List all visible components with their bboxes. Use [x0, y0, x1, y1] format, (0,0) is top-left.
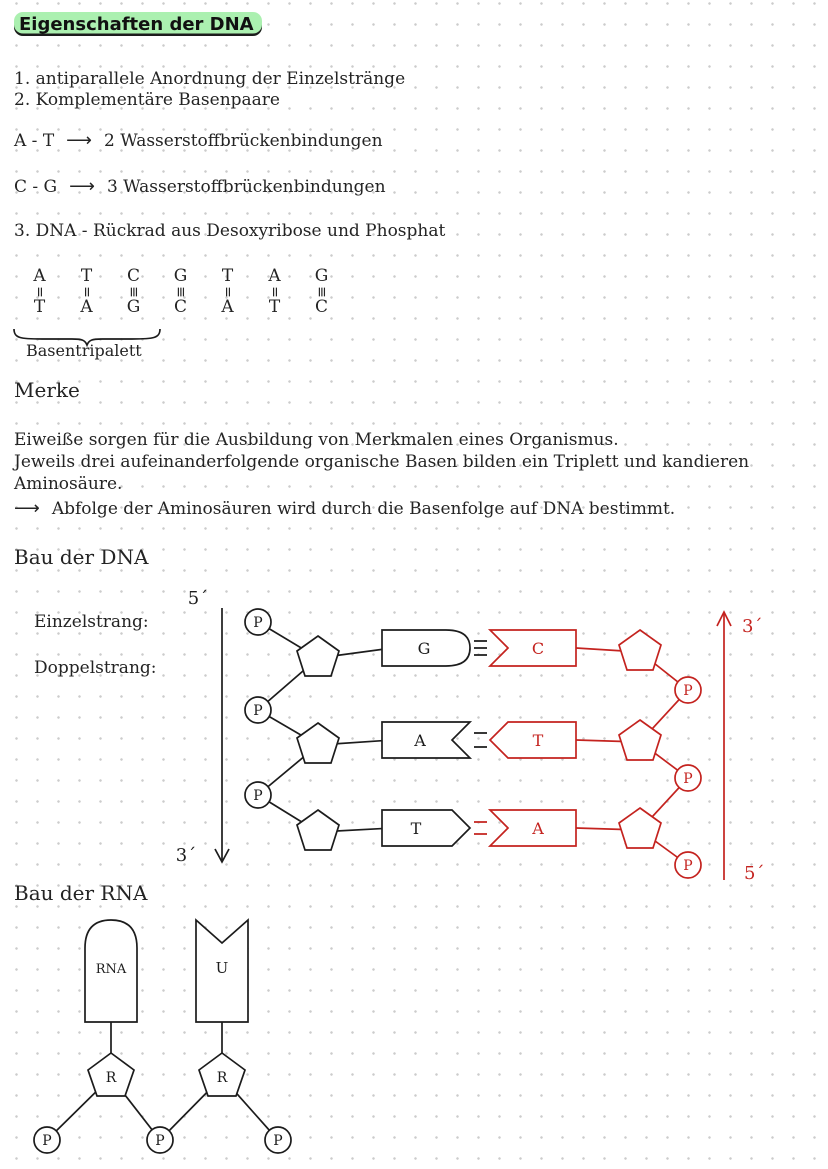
deoxyribose-pentagons-red [618, 628, 662, 849]
base-pair-column: A = T [16, 268, 63, 316]
list-item-3: 3. DNA - Rückrad aus Desoxyribose und Ph… [14, 221, 446, 241]
label-doppelstrang: Doppelstrang: [34, 658, 157, 678]
base-bottom: T [33, 297, 46, 317]
phosphate-label: P [683, 683, 692, 699]
rna-base-shapes [84, 918, 249, 1023]
base-label-t-red: T [533, 731, 544, 750]
triplet-brace [13, 328, 161, 348]
hbond-row-at: A - T ⟶ 2 Wasserstoffbrückenbindungen [14, 130, 383, 152]
merke-arrow-line: ⟶ Abfolge der Aminosäuren wird durch die… [14, 498, 675, 520]
base-label-a-red: A [531, 819, 544, 838]
right-arrow-icon: ⟶ [66, 130, 92, 151]
bond-icon: = [266, 286, 283, 298]
base-label-t: T [411, 819, 422, 838]
bond-icon: ≡ [125, 286, 142, 298]
base-top: C [126, 266, 140, 286]
list-item-2: 2. Komplementäre Basenpaare [14, 90, 280, 110]
phosphate-label: P [253, 703, 262, 719]
hbond-pair: A - T [14, 131, 55, 151]
rna-phosphate-circles [33, 1126, 292, 1154]
base-top: G [314, 266, 329, 286]
base-bottom: G [126, 297, 141, 317]
ribose-pentagons [86, 1051, 247, 1097]
base-top: T [80, 266, 93, 286]
bond-icon: = [31, 286, 48, 298]
base-bottom: C [173, 297, 187, 317]
phosphate-label: P [253, 615, 262, 631]
merke-arrow-text: Abfolge der Aminosäuren wird durch die B… [51, 499, 676, 519]
rna-base-label: RNA [96, 962, 127, 977]
phosphate-label: P [273, 1133, 282, 1149]
phosphate-label: P [683, 771, 692, 787]
ribose-label: R [106, 1070, 117, 1086]
page-title: Eigenschaften der DNA [14, 12, 262, 36]
deoxyribose-pentagons-black [296, 634, 340, 851]
list-item-1: 1. antiparallele Anordnung der Einzelstr… [14, 69, 406, 89]
base-label-g: G [418, 639, 431, 658]
base-pair-column: C ≡ G [110, 268, 157, 316]
bond-icon: = [78, 286, 95, 298]
hbond-text: 2 Wasserstoffbrückenbindungen [103, 131, 383, 151]
label-einzelstrang: Einzelstrang: [34, 612, 149, 632]
right-arrow-icon: ⟶ [14, 498, 40, 519]
ribose-label: R [217, 1070, 228, 1086]
dna-heading: Bau der DNA [14, 545, 149, 569]
hbond-pair: C - G [14, 177, 58, 197]
base-shapes-red [487, 629, 577, 847]
base-pair-column: A = T [251, 268, 298, 316]
hbond-text: 3 Wasserstoffbrückenbindungen [106, 177, 386, 197]
dna-diagram: 5´ 3´ 3´ 5´ P P P P P P G A T C T A [176, 588, 765, 884]
base-pair-column: T = A [63, 268, 110, 316]
phosphate-label: P [253, 788, 262, 804]
bond-icon: ≡ [172, 286, 189, 298]
base-pair-column: G ≡ C [157, 268, 204, 316]
rna-backbone-lines [46, 1022, 279, 1141]
phosphate-circles-black [244, 608, 272, 809]
base-label-a: A [413, 731, 426, 750]
base-top: G [173, 266, 188, 286]
base-top: T [221, 266, 234, 286]
base-bottom: T [268, 297, 281, 317]
base-bottom: C [314, 297, 328, 317]
base-pair-table: A = T T = A C ≡ G G ≡ C T = A A = T [16, 268, 345, 316]
base-bottom: A [80, 297, 93, 317]
right-arrow-icon: ⟶ [69, 176, 95, 197]
base-pair-column: G ≡ C [298, 268, 345, 316]
base-label-c: C [532, 639, 544, 658]
brace-label: Basentripalett [26, 341, 142, 360]
rna-heading: Bau der RNA [14, 881, 148, 905]
bond-icon: ≡ [313, 286, 330, 298]
phosphate-label: P [683, 858, 692, 874]
merke-line: Aminosäure. [14, 474, 123, 494]
phosphate-label: P [42, 1133, 51, 1149]
base-bottom: A [221, 297, 234, 317]
strand-end-label-5: 5´ [188, 588, 208, 609]
merke-line: Eiweiße sorgen für die Ausbildung von Me… [14, 430, 619, 450]
phosphate-circles-red [674, 676, 702, 879]
merke-line: Jeweils drei aufeinanderfolgende organis… [14, 452, 750, 472]
base-shapes-black [381, 629, 473, 847]
base-pair-column: T = A [204, 268, 251, 316]
strand-end-label-3-red: 3´ [742, 616, 762, 637]
merke-heading: Merke [14, 378, 80, 402]
strand-end-label-3: 3´ [176, 845, 196, 866]
phosphate-label: P [155, 1133, 164, 1149]
uracil-label: U [216, 959, 229, 977]
base-top: A [268, 266, 281, 286]
base-top: A [33, 266, 46, 286]
hbond-row-cg: C - G ⟶ 3 Wasserstoffbrückenbindungen [14, 176, 386, 198]
bond-icon: = [219, 286, 236, 298]
hydrogen-bond-lines [474, 640, 487, 835]
rna-diagram: RNA U R R P P P [33, 918, 292, 1154]
strand-end-label-5-red: 5´ [744, 863, 764, 884]
